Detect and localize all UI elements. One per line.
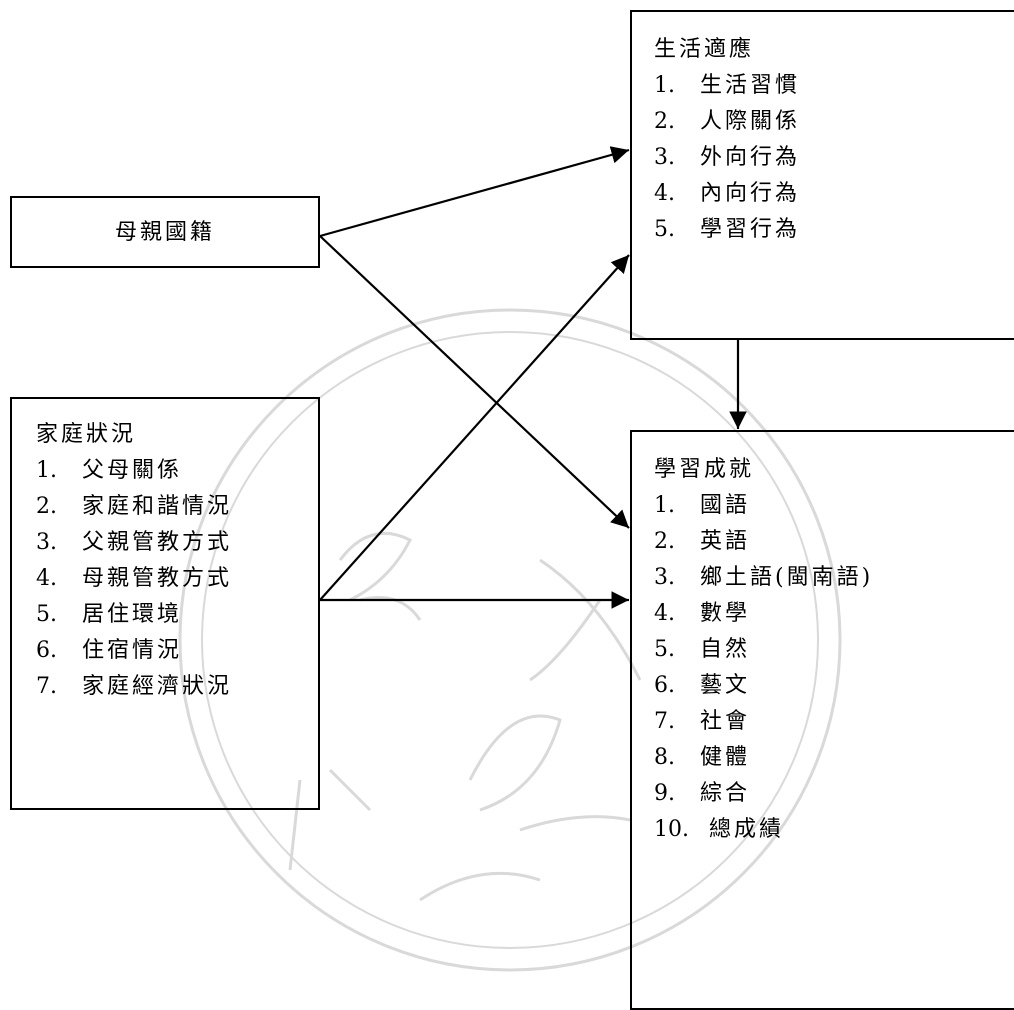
life-adaptation-item: 5.學習行為	[654, 217, 801, 242]
family-status-title: 家庭狀況	[36, 422, 137, 447]
academic-achievement-item: 7.社會	[654, 709, 751, 734]
family-status-item: 5.居住環境	[36, 602, 183, 627]
academic-achievement-item: 9.綜合	[654, 781, 751, 806]
academic-achievement-item: 1.國語	[654, 493, 751, 518]
academic-achievement-item: 6.藝文	[654, 673, 751, 698]
life-adaptation-box: 生活適應 1.生活習慣 2.人際關係 3.外向行為 4.內向行為 5.學習行為	[630, 10, 1014, 340]
family-status-item: 6.住宿情況	[36, 638, 183, 663]
academic-achievement-item: 10.總成績	[654, 817, 785, 842]
mother-nationality-box: 母親國籍	[10, 196, 320, 268]
family-status-item: 4.母親管教方式	[36, 566, 233, 591]
academic-achievement-item: 4.數學	[654, 601, 751, 626]
family-status-box: 家庭狀況 1.父母關係 2.家庭和諧情況 3.父親管教方式 4.母親管教方式 5…	[10, 397, 320, 810]
life-adaptation-item: 2.人際關係	[654, 109, 801, 134]
academic-achievement-item: 2.英語	[654, 529, 751, 554]
arrow-mother-to-achievement	[319, 235, 630, 529]
life-adaptation-item: 3.外向行為	[654, 145, 801, 170]
academic-achievement-item: 3.鄉土語(閩南語)	[654, 565, 874, 590]
mother-nationality-title: 母親國籍	[114, 220, 215, 245]
life-adaptation-item: 4.內向行為	[654, 181, 801, 206]
arrow-mother-to-life	[319, 146, 630, 238]
family-status-item: 3.父親管教方式	[36, 530, 233, 555]
family-status-item: 7.家庭經濟狀況	[36, 674, 233, 699]
academic-achievement-item: 5.自然	[654, 637, 751, 662]
academic-achievement-title: 學習成就	[654, 457, 755, 482]
arrow-family-to-life	[319, 254, 630, 601]
life-adaptation-item: 1.生活習慣	[654, 73, 801, 98]
family-status-item: 1.父母關係	[36, 458, 183, 483]
life-adaptation-title: 生活適應	[654, 37, 755, 62]
academic-achievement-item: 8.健體	[654, 745, 751, 770]
family-status-item: 2.家庭和諧情況	[36, 494, 233, 519]
academic-achievement-box: 學習成就 1.國語 2.英語 3.鄉土語(閩南語) 4.數學 5.自然 6.藝文…	[630, 430, 1014, 1010]
